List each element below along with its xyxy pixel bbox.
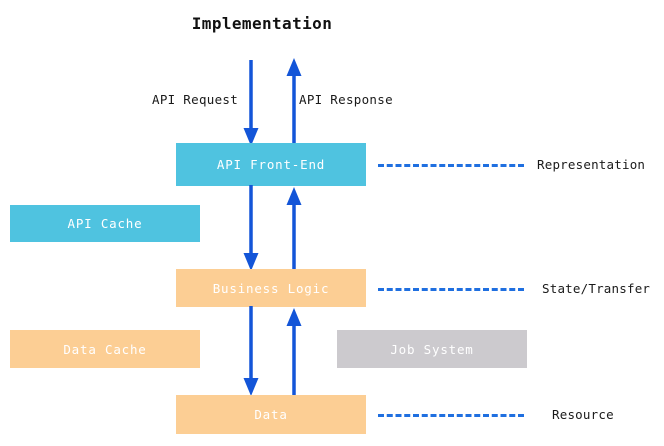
tier-label-representation: Representation	[537, 157, 646, 172]
arrow-business-logic-to-frontend-up	[281, 185, 307, 271]
tier-label-resource: Resource	[552, 407, 614, 422]
node-data-cache[interactable]: Data Cache	[10, 330, 200, 368]
dashed-connector-state-transfer	[378, 288, 524, 291]
arrow-frontend-to-business-logic-down	[238, 185, 264, 271]
node-api-front-end[interactable]: API Front-End	[176, 143, 366, 186]
page-title: Implementation	[191, 14, 333, 33]
arrow-api-response-up	[281, 56, 307, 146]
node-data[interactable]: Data	[176, 395, 366, 434]
arrow-api-request-down	[238, 60, 264, 146]
tier-label-state-transfer: State/Transfer	[542, 281, 651, 296]
dashed-connector-representation	[378, 164, 524, 167]
node-business-logic[interactable]: Business Logic	[176, 269, 366, 307]
arrow-data-to-business-logic-up	[281, 306, 307, 396]
node-api-cache[interactable]: API Cache	[10, 205, 200, 242]
arrow-label-api-request: API Request	[152, 92, 239, 107]
dashed-connector-resource	[378, 414, 524, 417]
node-job-system[interactable]: Job System	[337, 330, 527, 368]
arrow-label-api-response: API Response	[299, 92, 393, 107]
arrow-business-logic-to-data-down	[238, 306, 264, 396]
